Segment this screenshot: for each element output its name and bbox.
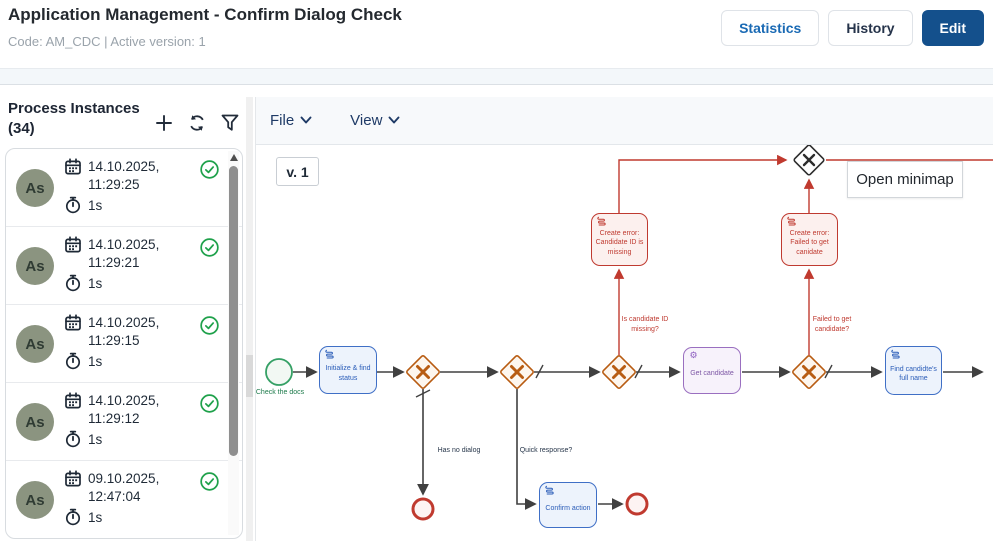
task-get-candidate[interactable]: ⚙ Get candidate — [683, 347, 741, 394]
exclusive-gateway-2[interactable] — [500, 355, 534, 389]
error-flows — [613, 154, 993, 355]
header-actions: Statistics History Edit — [721, 10, 984, 46]
list-item[interactable]: As 14.10.2025, 11:29:15 1s — [6, 305, 242, 383]
process-instances-title: Process Instances (34) — [8, 100, 140, 138]
script-icon — [597, 216, 606, 226]
list-item[interactable]: As 14.10.2025, 11:29:21 1s — [6, 227, 242, 305]
task-error-failed-get[interactable]: Create error: Failed to get canidate — [781, 213, 838, 266]
task-label: Get candidate — [690, 370, 734, 378]
page-title: Application Management - Confirm Dialog … — [8, 5, 402, 24]
task-label: Create error: Failed to get canidate — [789, 229, 830, 256]
scrollbar-up-arrow[interactable] — [230, 154, 238, 161]
calendar-icon — [65, 236, 81, 253]
instance-duration: 1s — [88, 353, 103, 369]
start-event-label: Check the docs — [256, 389, 305, 396]
task-label: Confirm action — [545, 504, 591, 512]
avatar: As — [16, 403, 54, 441]
refresh-icon[interactable] — [187, 113, 207, 133]
check-circle-icon — [200, 394, 219, 413]
toolbar-strip — [0, 68, 993, 85]
avatar: As — [16, 247, 54, 285]
avatar: As — [16, 325, 54, 363]
end-event-confirm[interactable] — [625, 492, 649, 516]
scrollbar-thumb[interactable] — [229, 166, 238, 456]
stopwatch-icon — [65, 430, 81, 448]
process-instance-list: As 14.10.2025, 11:29:25 1s — [5, 148, 243, 539]
calendar-icon — [65, 470, 81, 487]
menu-file[interactable]: File — [270, 112, 312, 129]
bpmn-connectors — [265, 145, 993, 521]
task-label: Initialize & find status — [325, 365, 371, 382]
start-event[interactable] — [265, 358, 293, 386]
instance-date: 14.10.2025, 11:29:15 — [88, 315, 160, 348]
version-badge[interactable]: v. 1 — [276, 157, 319, 186]
instance-date: 09.10.2025, 12:47:04 — [88, 471, 160, 504]
instance-duration: 1s — [88, 197, 103, 213]
script-icon — [787, 216, 796, 226]
task-confirm-action[interactable]: Confirm action — [539, 482, 597, 528]
instance-duration: 1s — [88, 509, 103, 525]
page-header: Application Management - Confirm Dialog … — [0, 0, 993, 62]
bpmn-canvas[interactable]: v. 1 Open minimap Initialize & find stat… — [256, 145, 993, 541]
list-item[interactable]: As 09.10.2025, 12:47:04 1s — [6, 461, 242, 538]
avatar: As — [16, 169, 54, 207]
sequence-flows — [293, 364, 984, 510]
menu-view[interactable]: View — [350, 112, 400, 129]
menu-view-label: View — [350, 112, 383, 129]
instance-duration: 1s — [88, 275, 103, 291]
instance-date: 14.10.2025, 11:29:25 — [88, 159, 160, 192]
check-circle-icon — [200, 238, 219, 257]
edge-label-failed-get: Failed to get candidate? — [812, 316, 852, 333]
diagram-panel: File View — [255, 97, 993, 541]
script-icon — [891, 349, 900, 359]
chevron-down-icon — [388, 116, 400, 124]
plus-icon[interactable] — [154, 113, 174, 133]
diagram-menubar: File View — [256, 97, 993, 145]
instance-date: 14.10.2025, 11:29:21 — [88, 237, 160, 270]
check-circle-icon — [200, 472, 219, 491]
task-error-candidate-missing[interactable]: Create error: Candidate ID is missing — [591, 213, 648, 266]
exclusive-gateway-1[interactable] — [406, 355, 440, 389]
funnel-icon[interactable] — [220, 113, 240, 133]
exclusive-gateway-3[interactable] — [602, 355, 636, 389]
calendar-icon — [65, 158, 81, 175]
gear-icon: ⚙ — [689, 350, 698, 360]
task-find-name[interactable]: Find candidte's full name — [885, 346, 942, 395]
task-label: Create error: Candidate ID is missing — [595, 229, 644, 256]
edge-label-candidate-missing: Is candidate ID missing? — [621, 316, 669, 333]
stopwatch-icon — [65, 196, 81, 214]
open-minimap-button[interactable]: Open minimap — [847, 161, 963, 198]
panel-resize-handle[interactable] — [246, 355, 253, 397]
exclusive-gateway-4[interactable] — [792, 355, 826, 389]
chevron-down-icon — [300, 116, 312, 124]
script-icon — [325, 349, 334, 359]
task-label: Find candidte's full name — [890, 365, 937, 382]
list-item[interactable]: As 14.10.2025, 11:29:25 1s — [6, 149, 242, 227]
panel-divider — [246, 97, 253, 541]
stopwatch-icon — [65, 274, 81, 292]
instance-list-actions — [154, 99, 240, 140]
stopwatch-icon — [65, 508, 81, 526]
avatar: As — [16, 481, 54, 519]
history-button[interactable]: History — [828, 10, 913, 46]
edge-label-quick-response: Quick response? — [519, 447, 573, 454]
stopwatch-icon — [65, 352, 81, 370]
calendar-icon — [65, 314, 81, 331]
process-instances-header: Process Instances (34) — [8, 99, 240, 140]
list-item[interactable]: As 14.10.2025, 11:29:12 1s — [6, 383, 242, 461]
edit-button[interactable]: Edit — [921, 10, 984, 46]
page-subtitle: Code: AM_CDC | Active version: 1 — [8, 34, 206, 49]
merge-gateway-top[interactable] — [793, 145, 825, 176]
end-event-no-dialog[interactable] — [411, 497, 435, 521]
task-initialize[interactable]: Initialize & find status — [319, 346, 377, 394]
edge-label-has-no-dialog: Has no dialog — [437, 447, 481, 454]
script-icon — [545, 485, 554, 495]
instance-duration: 1s — [88, 431, 103, 447]
calendar-icon — [65, 392, 81, 409]
statistics-button[interactable]: Statistics — [721, 10, 820, 46]
check-circle-icon — [200, 160, 219, 179]
check-circle-icon — [200, 316, 219, 335]
menu-file-label: File — [270, 112, 295, 129]
instance-date: 14.10.2025, 11:29:12 — [88, 393, 160, 426]
